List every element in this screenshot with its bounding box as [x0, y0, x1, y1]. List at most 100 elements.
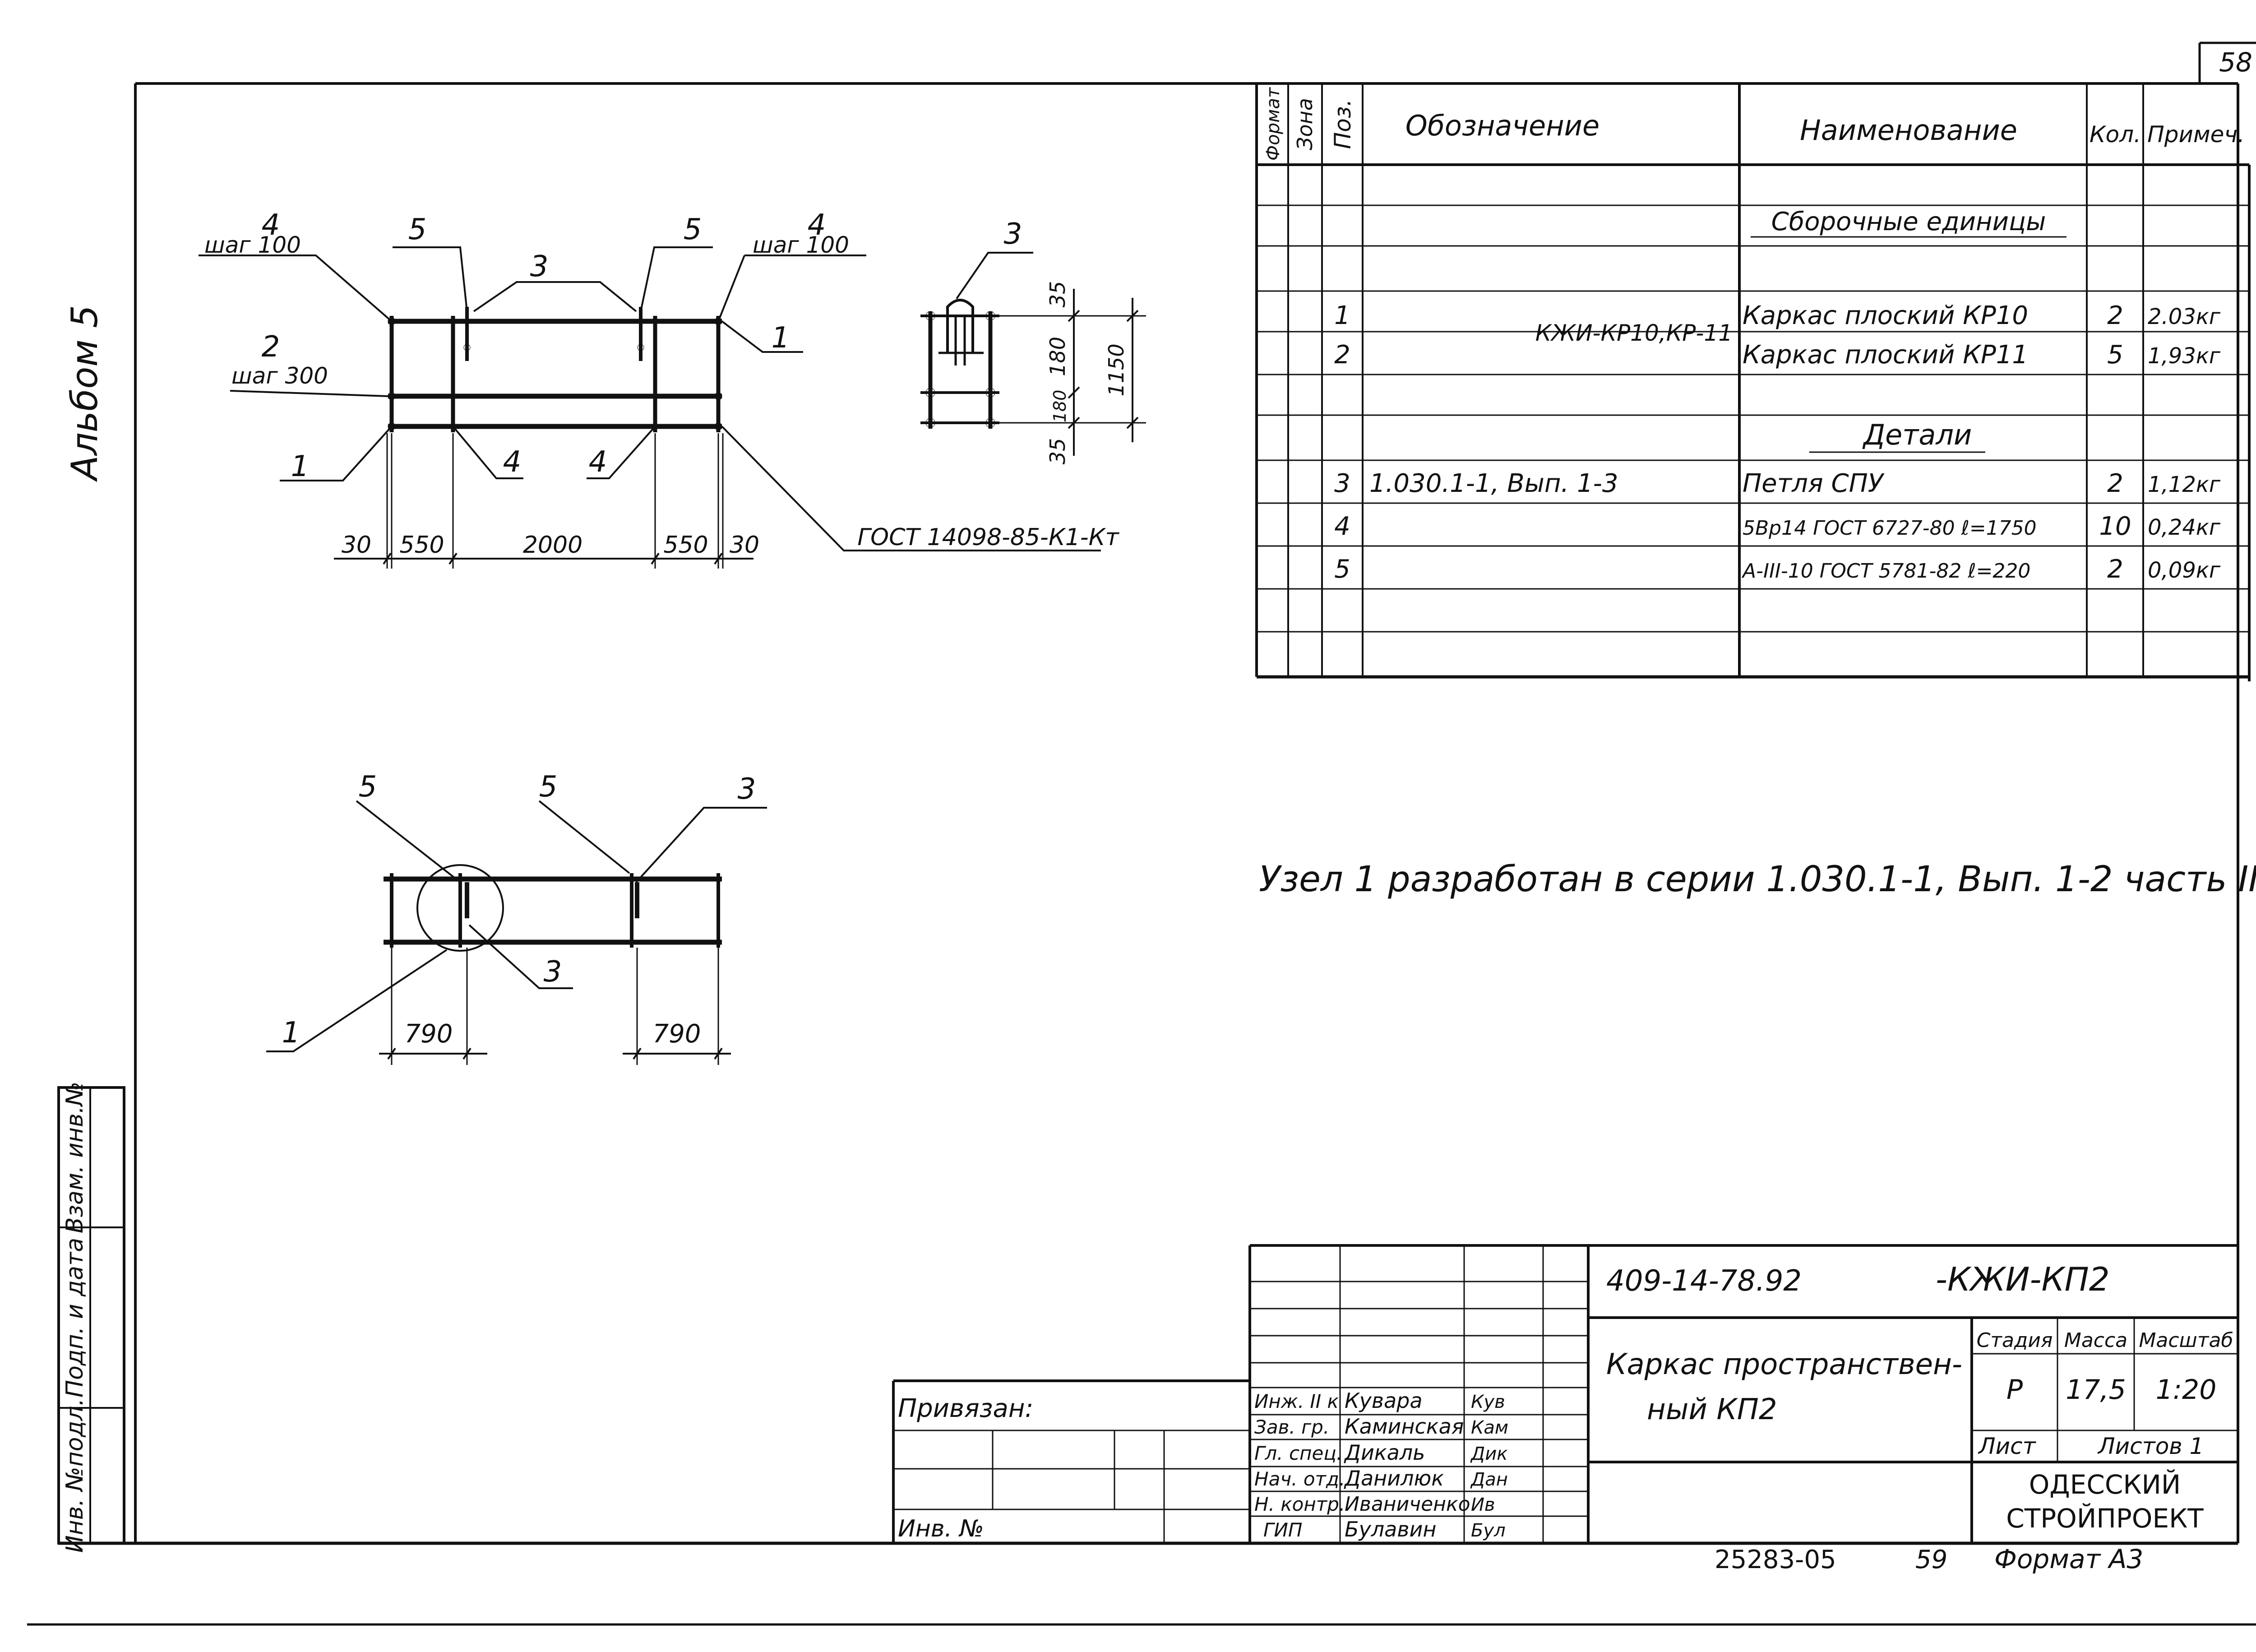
plan-label-p5-b: 5	[539, 770, 558, 804]
sheet-frame	[27, 42, 2256, 1626]
spec-section-details: Детали	[1862, 418, 1972, 451]
left-strip	[57, 1086, 125, 1545]
spec-header-zone: Зона	[1293, 98, 1317, 150]
spec-row-note: 1,12кг	[2148, 472, 2221, 497]
title-header-stage: Стадия	[1977, 1329, 2053, 1352]
plan-label-p3-top: 3	[738, 773, 756, 806]
title-name-line2: ный КП2	[1647, 1393, 1777, 1426]
section-dim-35-bottom: 35	[1045, 438, 1070, 465]
dim-30-right: 30	[730, 532, 759, 559]
label-p4-bottom-b: 4	[589, 445, 607, 479]
signature-row: Гл. спец. Дикаль Дик	[1254, 1440, 1507, 1465]
spec-table-grid	[1255, 83, 2251, 681]
plan-dim-790-left: 790	[405, 1019, 453, 1049]
signature-row: Нач. отд. Данилюк Дан	[1254, 1466, 1508, 1490]
spec-row-pos: 2	[1334, 340, 1350, 370]
spec-header-pos: Поз.	[1330, 99, 1356, 149]
signature-role: Н. контр.	[1254, 1493, 1345, 1515]
spec-row-pos: 1	[1334, 301, 1350, 330]
footer-page: 59	[1915, 1545, 1947, 1574]
spec-header-designation: Обозначение	[1405, 109, 1600, 142]
album-label: Альбом 5	[64, 305, 106, 482]
title-header-mass: Масса	[2064, 1329, 2127, 1352]
signature-mark: Дан	[1470, 1469, 1508, 1490]
spec-row-designation: КЖИ-КР10,КР-11	[1535, 320, 1733, 346]
signature-name: Кувара	[1345, 1388, 1423, 1413]
footer-number: 25283-05	[1715, 1545, 1836, 1574]
spec-row-note: 1,93кг	[2148, 343, 2221, 369]
spec-row-name: Каркас плоский КР11	[1743, 340, 2028, 370]
section-dim-1150: 1150	[1104, 343, 1128, 396]
spec-row: 1 КЖИ-КР10,КР-11 Каркас плоский КР10 2 2…	[1334, 301, 2221, 346]
label-p5-left: 5	[408, 213, 427, 246]
spec-row-pos: 5	[1334, 555, 1350, 584]
section-view	[920, 252, 1146, 456]
label-p4-left: 4	[262, 208, 280, 242]
spec-row-pos: 3	[1334, 469, 1350, 498]
label-p3: 3	[530, 250, 549, 283]
node-note: Узел 1 разработан в серии 1.030.1-1, Вып…	[1259, 859, 2256, 900]
title-scale-value: 1:20	[2156, 1374, 2217, 1406]
spec-row-qty: 5	[2107, 340, 2123, 370]
signature-name: Дикаль	[1344, 1440, 1425, 1465]
signature-mark: Кам	[1471, 1417, 1508, 1438]
spec-row-pos: 4	[1334, 512, 1350, 541]
spec-row: 2 Каркас плоский КР11 5 1,93кг	[1334, 340, 2221, 370]
spec-row-note: 0,24кг	[2148, 515, 2221, 540]
spec-row-name: 5Вр14 ГОСТ 6727-80 ℓ=1750	[1743, 517, 2037, 540]
frame-drawing-main	[199, 246, 1101, 569]
label-step100-left: шаг 100	[204, 232, 301, 258]
signature-name: Иваниченко	[1345, 1493, 1470, 1516]
title-tied-label: Привязан:	[898, 1394, 1033, 1423]
spec-row-qty: 2	[2107, 555, 2123, 584]
label-gost: ГОСТ 14098-85-К1-Кт	[857, 524, 1119, 551]
label-step300: шаг 300	[231, 363, 328, 389]
signature-mark: Дик	[1470, 1444, 1507, 1464]
signature-role: ГИП	[1263, 1519, 1302, 1541]
label-step100-right: шаг 100	[753, 232, 849, 258]
spec-header-format: Формат	[1263, 87, 1284, 161]
title-name-line1: Каркас пространствен-	[1606, 1348, 1962, 1381]
strip-sign-date: Подп. и дата	[61, 1238, 88, 1397]
label-p5-right: 5	[684, 213, 702, 246]
spec-row-note: 0,09кг	[2148, 558, 2221, 583]
section-dim-180-mid: 180	[1050, 390, 1070, 423]
section-dim-35-top: 35	[1045, 281, 1070, 308]
spec-row-qty: 2	[2107, 301, 2123, 330]
dim-550-right: 550	[663, 532, 708, 559]
spec-row: 5 A-III-10 ГОСТ 5781-82 ℓ=220 2 0,09кг	[1334, 555, 2221, 584]
spec-row: 3 1.030.1-1, Вып. 1-3 Петля СПУ 2 1,12кг	[1334, 469, 2221, 498]
title-sheets-label: Листов 1	[2097, 1433, 2204, 1459]
signature-mark: Кув	[1471, 1392, 1505, 1412]
label-p4-bottom-a: 4	[503, 445, 522, 479]
spec-row: 4 5Вр14 ГОСТ 6727-80 ℓ=1750 10 0,24кг	[1334, 512, 2221, 541]
plan-label-p1: 1	[282, 1016, 300, 1050]
dim-550-left: 550	[399, 532, 444, 559]
dim-2000: 2000	[523, 532, 582, 559]
signature-row: ГИП Булавин Бул	[1263, 1517, 1506, 1541]
spec-row-qty: 10	[2099, 512, 2131, 541]
spec-section-assembly: Сборочные единицы	[1771, 207, 2046, 236]
signature-row: Н. контр. Иваниченко Ив	[1254, 1493, 1495, 1516]
title-org-line1: ОДЕССКИЙ	[2029, 1469, 2181, 1500]
label-p1-right: 1	[772, 321, 790, 355]
plan-dim-790-right: 790	[653, 1019, 701, 1049]
spec-row-note: 2.03кг	[2148, 304, 2221, 329]
title-block-grid	[892, 1244, 2238, 1543]
title-stage-value: Р	[2006, 1374, 2023, 1406]
strip-inv-orig: Инв. №подл.	[61, 1398, 88, 1553]
dim-30-left: 30	[342, 532, 371, 559]
footer-format: Формат А3	[1994, 1544, 2143, 1574]
spec-row-name: A-III-10 ГОСТ 5781-82 ℓ=220	[1741, 560, 2030, 583]
title-code-suffix: -КЖИ-КП2	[1936, 1260, 2110, 1298]
label-p2: 2	[262, 330, 280, 364]
title-mass-value: 17,5	[2066, 1374, 2126, 1406]
spec-row-qty: 2	[2107, 469, 2123, 498]
strip-replace: Взам. инв.№	[61, 1082, 88, 1234]
spec-header-qty: Кол.	[2090, 121, 2141, 148]
title-inv-label: Инв. №	[898, 1515, 984, 1542]
title-code: 409-14-78.92	[1606, 1264, 1802, 1298]
signature-role: Гл. спец.	[1254, 1442, 1342, 1464]
spec-row-name: Петля СПУ	[1743, 469, 1885, 498]
